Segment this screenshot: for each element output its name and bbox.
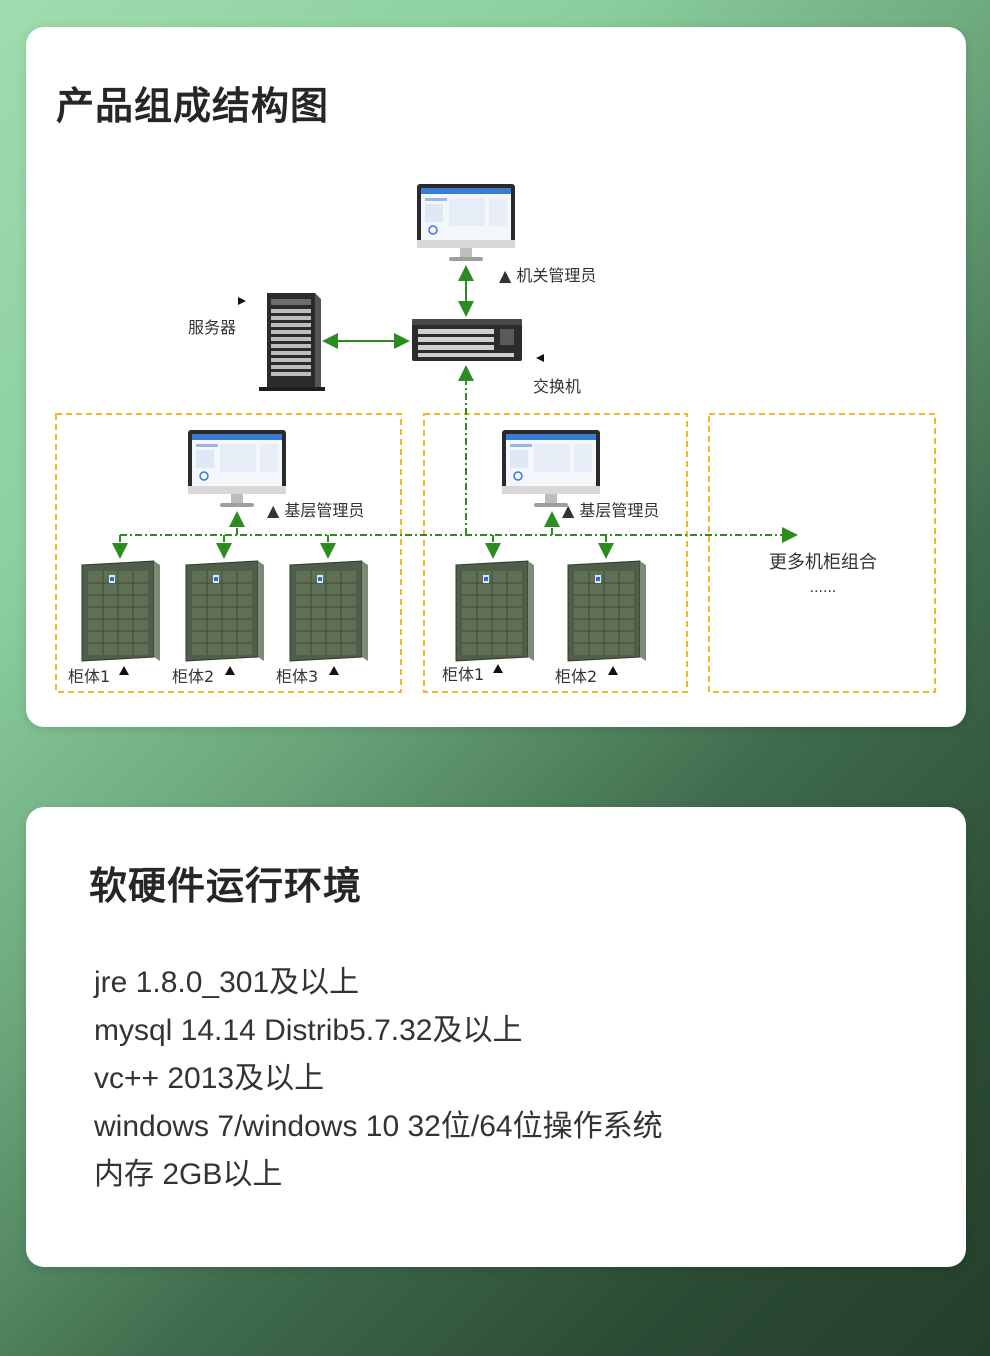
page-title: 产品组成结构图: [56, 84, 330, 128]
environment-list: jre 1.8.0_301及以上 mysql 14.14 Distrib5.7.…: [94, 959, 663, 1199]
network-links: [112, 365, 798, 559]
more-cabinets-ellipsis: ......: [810, 580, 837, 596]
base-admin-monitor-icon: [501, 429, 601, 508]
cabinet-pointer-icon: [329, 666, 339, 675]
cabinet-pointer-icon: [608, 666, 618, 675]
more-cabinets-label: 更多机柜组合: [769, 552, 877, 573]
architecture-diagram: ▲ 机关管理员 服务器: [55, 183, 936, 693]
switch-icon: [412, 319, 522, 361]
admin-label: ▲ 机关管理员: [499, 266, 596, 285]
cabinet-icon: [81, 560, 161, 662]
cabinet-label: 柜体2: [555, 667, 597, 686]
cabinet-icon: [289, 560, 369, 662]
cabinet-group-2-box: [423, 413, 688, 693]
cabinet-label: 柜体3: [276, 667, 318, 686]
cabinet-pointer-icon: [493, 664, 503, 673]
list-item: jre 1.8.0_301及以上: [94, 966, 360, 999]
base-admin-label-2: ▲ 基层管理员: [562, 501, 659, 520]
cabinet-icon: [455, 560, 535, 662]
list-item: 内存 2GB以上: [94, 1158, 283, 1191]
cabinet-icon: [567, 560, 647, 662]
section-title: 软硬件运行环境: [89, 864, 363, 908]
switch-pointer-icon: [536, 354, 544, 362]
base-admin-monitor-icon: [187, 429, 287, 508]
admin-monitor-icon: [416, 183, 516, 262]
cabinet-pointer-icon: [225, 666, 235, 675]
cabinet-icon: [185, 560, 265, 662]
cabinet-pointer-icon: [119, 666, 129, 675]
list-item: mysql 14.14 Distrib5.7.32及以上: [94, 1014, 523, 1047]
server-icon: [259, 293, 325, 391]
more-cabinets-box: [708, 413, 936, 693]
architecture-card: 产品组成结构图: [26, 27, 966, 727]
base-admin-label-1: ▲ 基层管理员: [267, 501, 364, 520]
cabinet-label: 柜体1: [442, 665, 484, 684]
environment-card: 软硬件运行环境 jre 1.8.0_301及以上 mysql 14.14 Dis…: [26, 807, 966, 1267]
cabinet-label: 柜体1: [68, 667, 110, 686]
list-item: windows 7/windows 10 32位/64位操作系统: [94, 1110, 663, 1143]
server-pointer-icon: [238, 297, 246, 305]
cabinet-label: 柜体2: [172, 667, 214, 686]
switch-label: 交换机: [533, 377, 581, 396]
list-item: vc++ 2013及以上: [94, 1062, 325, 1095]
cabinet-group-1-box: [55, 413, 402, 693]
server-label: 服务器: [188, 318, 236, 337]
